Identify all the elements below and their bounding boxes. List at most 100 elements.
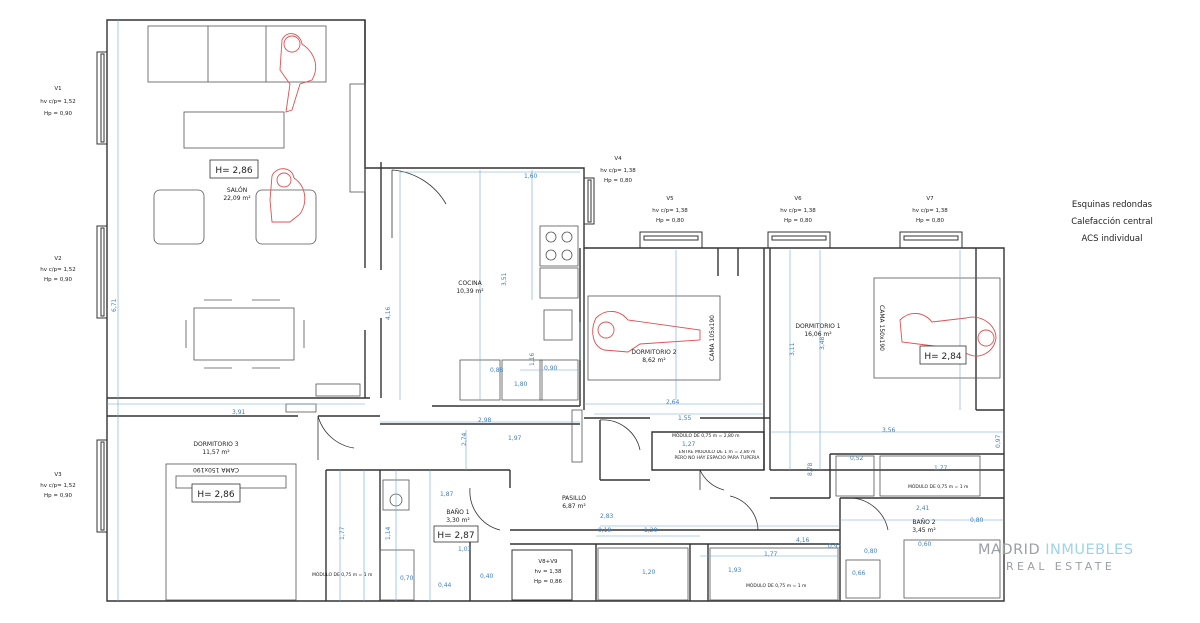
window-hv: hv c/p= 1,52 — [40, 267, 75, 273]
salon-name: SALÓN — [227, 187, 247, 194]
dim-value: 0,66 — [852, 570, 866, 577]
cocina-name: COCINA — [458, 280, 482, 287]
dim-value: 1,55 — [678, 415, 692, 422]
dim-value: 2,98 — [478, 417, 492, 424]
window-labels: V1 hv c/p= 1,52 Hp = 0,90 V2 hv c/p= 1,5… — [40, 86, 948, 585]
dim-value: 2,64 — [666, 399, 680, 406]
bano1-name: BAÑO 1 — [446, 509, 469, 516]
window-hv: hv c/p= 1,38 — [652, 208, 688, 214]
furniture — [147, 25, 1001, 601]
dim-value: 1,60 — [524, 173, 538, 180]
dim-value: 0,40 — [480, 573, 494, 580]
side-dim-value: 6,71 — [111, 298, 118, 312]
room-labels: SALÓN 22,09 m² H= 2,86 COCINA 10,39 m² D… — [191, 159, 967, 543]
module-notes: MÓDULO DE 0,75 m = 2,80 m ENTRE MÓDULO D… — [312, 432, 968, 589]
features-note: Esquinas redondas Calefacción central AC… — [1052, 197, 1172, 248]
window-hv: hv c/p= 1,38 — [780, 208, 816, 214]
window-id: V2 — [54, 256, 61, 262]
window-hv: hv c/p= 1,52 — [40, 483, 75, 489]
dim-value: 0,90 — [544, 365, 558, 372]
side-dim-value: 2,74 — [461, 432, 468, 446]
module-note: ENTRE MÓDULO DE 1 m = 2,80 m PERO NO HAY… — [674, 450, 760, 461]
dim-value: 1,93 — [728, 567, 742, 574]
dormitorio2-area: 8,62 m² — [642, 357, 666, 364]
dormitorio1-area: 16,06 m² — [804, 331, 832, 338]
feature-line: Calefacción central — [1071, 217, 1153, 227]
dim-value: 1,20 — [644, 527, 658, 534]
window-id: V7 — [926, 196, 934, 202]
dim-value: 4,16 — [796, 537, 810, 544]
side-dim-value: 4,16 — [385, 306, 392, 320]
dormitorio1-bed-text: CAMA 150x190 — [878, 305, 885, 351]
walls — [106, 19, 1005, 602]
window-hp: Hp = 0,90 — [44, 493, 72, 499]
dormitorio3-height: H= 2,86 — [197, 490, 234, 500]
dim-value: 1,97 — [508, 435, 522, 442]
salon-height: H= 2,86 — [215, 166, 252, 176]
pasillo-name: PASILLO — [562, 495, 586, 502]
dining-chairs — [185, 299, 305, 369]
module-note: MÓDULO DE 0,75 m = 2,80 m — [672, 432, 740, 439]
brand-name-accent: INMUEBLES — [1045, 542, 1134, 558]
dormitorio3-area: 11,57 m² — [202, 449, 230, 456]
dim-value: 1,20 — [642, 569, 656, 576]
module-note: MÓDULO DE 0,75 m = 1 m — [746, 582, 806, 589]
dim-value: 0,60 — [918, 541, 932, 548]
dim-value: 1,77 — [764, 551, 778, 558]
window-id: V4 — [614, 156, 622, 162]
window-id: V3 — [54, 472, 62, 478]
dim-value: 0,80 — [864, 548, 878, 555]
dim-value: 1,87 — [440, 491, 454, 498]
window-hv: hv = 1,38 — [534, 569, 562, 575]
dim-value: 0,44 — [438, 582, 452, 589]
dim-value: 0,80 — [970, 517, 984, 524]
window-hv: hv c/p= 1,52 — [40, 99, 75, 105]
pasillo-area: 6,87 m² — [562, 503, 586, 510]
window-id: V5 — [666, 196, 674, 202]
module-note: MÓDULO DE 0,75 m = 1 m — [908, 483, 968, 490]
window-hp: Hp = 0,80 — [656, 218, 684, 224]
side-dim-value: 3,48 — [819, 336, 826, 350]
window-hv: hv c/p= 1,38 — [912, 208, 948, 214]
dim-value: 0,70 — [400, 575, 414, 582]
side-dim-value: 3,51 — [501, 272, 508, 286]
bano1-height: H= 2,87 — [437, 531, 474, 541]
window-hp: Hp = 0,80 — [784, 218, 812, 224]
side-dim-value: 1,77 — [339, 526, 346, 540]
side-dim-value: 1,14 — [385, 526, 392, 540]
window-hp: Hp = 0,80 — [916, 218, 944, 224]
dim-value: 2,83 — [600, 513, 614, 520]
bano1-area: 3,30 m² — [446, 517, 470, 524]
side-dim-value: 8,78 — [807, 462, 814, 476]
dim-value: 1,80 — [514, 381, 528, 388]
brand-name-part: MADRID — [978, 542, 1046, 558]
side-dim-value: 1,16 — [529, 352, 536, 366]
dim-value: 1,77 — [934, 465, 948, 472]
brand-name: MADRID INMUEBLES — [978, 542, 1178, 558]
doors — [317, 169, 889, 531]
dim-value: 0,19 — [598, 527, 612, 534]
module-note: MÓDULO DE 0,75 m = 1 m — [312, 571, 372, 578]
bano2-area: 3,45 m² — [912, 527, 936, 534]
dim-value: 2,41 — [916, 505, 930, 512]
dim-value: 0,52 — [850, 455, 864, 462]
side-dim-value: 0,97 — [995, 434, 1002, 448]
window-hp: Hp = 0,80 — [604, 178, 632, 184]
feature-line: Esquinas redondas — [1071, 200, 1153, 210]
window-id: V6 — [794, 196, 802, 202]
salon-area: 22,09 m² — [223, 195, 251, 202]
dormitorio3-bed-text: CAMA 150x190 — [193, 466, 239, 473]
dim-value: 3,91 — [232, 409, 246, 416]
window-id: V8+V9 — [538, 559, 558, 565]
brand-tagline: REAL ESTATE — [1006, 560, 1116, 573]
module-note-box: ENTRE MÓDULO DE 1 m = 2,80 m PERO NO HAY… — [674, 450, 760, 461]
side-dim-value: 3,11 — [789, 342, 796, 356]
dormitorio3-name: DORMITORIO 3 — [193, 441, 238, 448]
dimension-values: 1,60 3,91 2,98 1,97 2,64 1,55 1,27 3,56 … — [111, 173, 1002, 589]
dim-value: 3,56 — [882, 427, 896, 434]
dim-value: 0,97 — [828, 543, 842, 550]
dim-value: 0,88 — [490, 367, 504, 374]
dormitorio2-name: DORMITORIO 2 — [631, 349, 676, 356]
window-hv: hv c/p= 1,38 — [600, 168, 636, 174]
